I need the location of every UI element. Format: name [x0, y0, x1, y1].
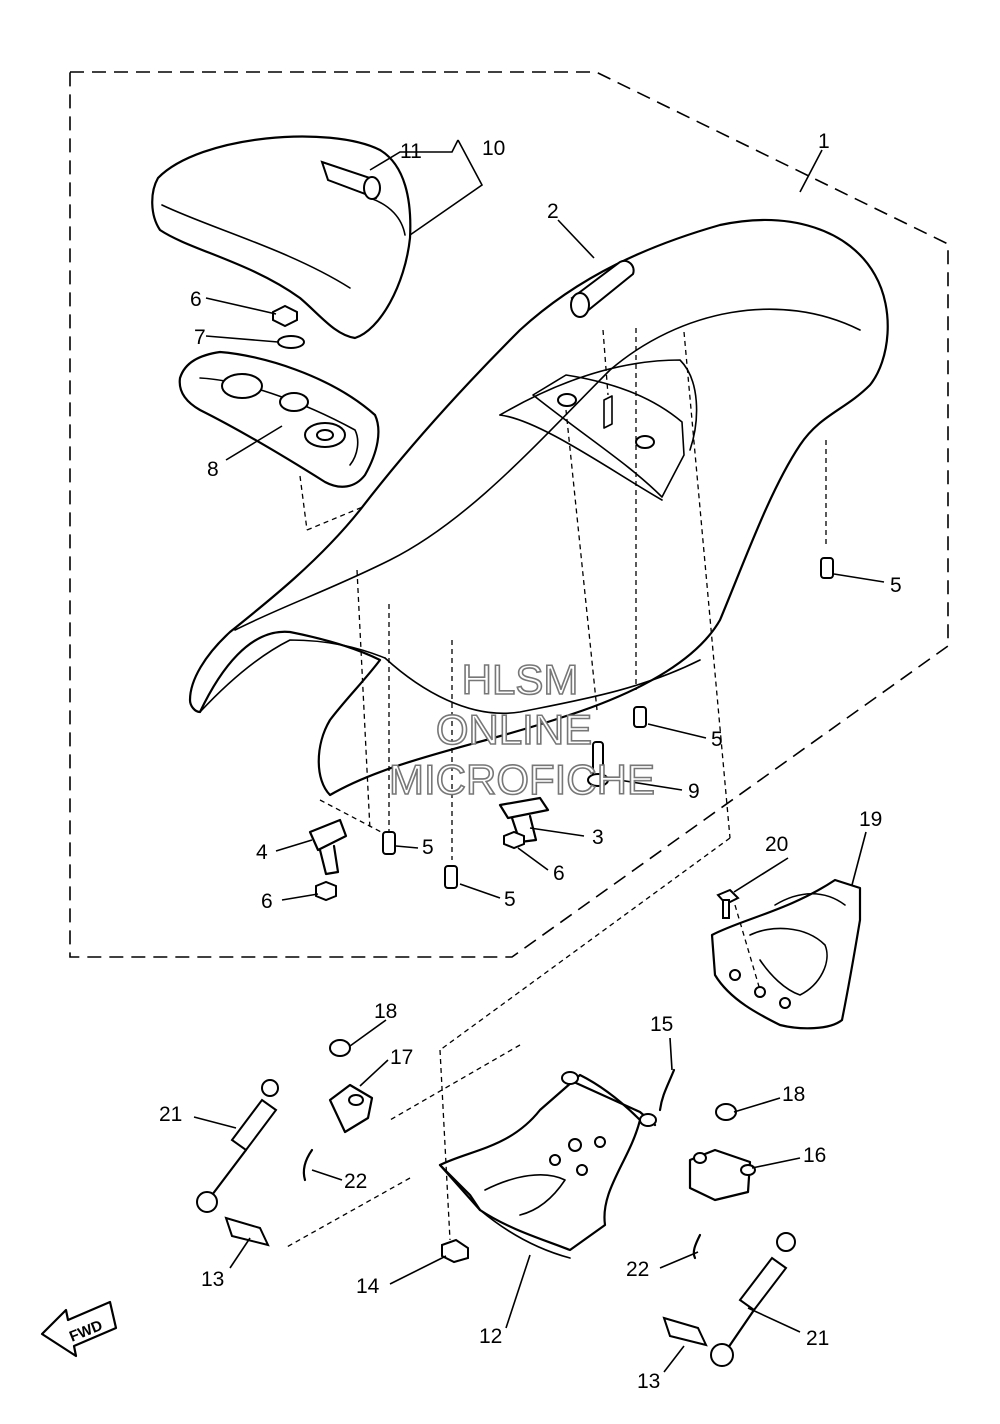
alignment-lines [284, 328, 827, 1249]
callout-5-c: 5 [422, 836, 434, 859]
callout-11: 11 [400, 140, 422, 163]
callout-8: 8 [207, 458, 219, 481]
callout-2: 2 [547, 200, 559, 223]
hinge-brackets [328, 1083, 756, 1202]
callout-6-a: 6 [190, 288, 202, 311]
callout-13-a: 13 [201, 1268, 224, 1291]
callout-3: 3 [592, 826, 604, 849]
callout-18-b: 18 [782, 1083, 805, 1106]
gas-dampers [196, 1079, 796, 1367]
bolt-9 [587, 741, 609, 787]
main-seat [188, 218, 889, 797]
callout-14: 14 [356, 1275, 380, 1298]
watermark-line-2: ONLINE [436, 706, 592, 753]
hook-bracket-3 [498, 796, 550, 850]
leader-lines [193, 139, 885, 1373]
pillion-seat [151, 135, 412, 340]
callout-6-b: 6 [553, 862, 565, 885]
nut-and-washer-upper [272, 304, 305, 349]
seat-frame-12 [438, 1071, 657, 1259]
callout-17: 17 [390, 1046, 413, 1069]
callout-9: 9 [688, 780, 700, 803]
callout-19: 19 [859, 808, 882, 831]
callout-18-a: 18 [374, 1000, 397, 1023]
callout-21-a: 21 [159, 1103, 182, 1126]
bolts-5 [382, 557, 834, 889]
callout-12: 12 [479, 1325, 502, 1348]
assembly-boundary [69, 71, 949, 958]
forward-direction-arrow: FWD [40, 1300, 118, 1358]
callout-7: 7 [194, 326, 206, 349]
callout-16: 16 [803, 1144, 826, 1167]
hook-bracket-4 [308, 818, 348, 902]
callout-21-b: 21 [806, 1327, 829, 1350]
callout-20: 20 [765, 833, 788, 856]
watermark-line-3: MICROFICHE [389, 756, 655, 803]
callout-1: 1 [818, 130, 830, 153]
callout-5-a: 5 [890, 574, 902, 597]
callout-5-b: 5 [711, 728, 723, 751]
callout-6-c: 6 [261, 890, 273, 913]
pins-nuts-clips [224, 1068, 708, 1347]
callout-4: 4 [256, 841, 268, 864]
watermark-line-1: HLSM [462, 656, 579, 703]
callout-22-b: 22 [626, 1258, 649, 1281]
callout-10: 10 [482, 137, 505, 160]
seat-lock-bracket-19 [710, 878, 862, 1030]
callout-labels: 1 2 3 4 5 5 5 5 6 6 6 7 8 9 10 11 12 13 … [159, 130, 902, 1393]
callout-22-a: 22 [344, 1170, 367, 1193]
watermark: HLSM ONLINE MICROFICHE [388, 655, 656, 804]
callout-13-b: 13 [637, 1370, 660, 1393]
seat-bracket-plate [178, 350, 380, 488]
callout-15: 15 [650, 1013, 673, 1036]
callout-5-d: 5 [504, 888, 516, 911]
